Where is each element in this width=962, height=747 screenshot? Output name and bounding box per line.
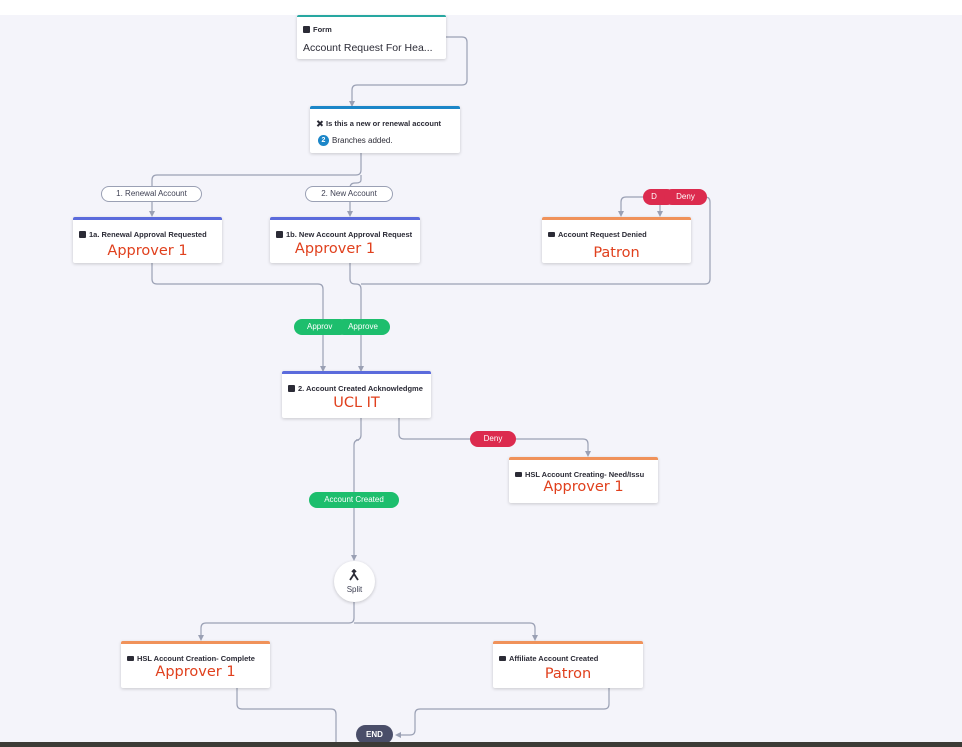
- account-created-ack-node[interactable]: 2. Account Created Acknowledgme UCL IT: [282, 371, 431, 418]
- split-icon: [349, 569, 359, 581]
- request-denied-assignee: Patron: [593, 245, 640, 261]
- edge-label-account-created[interactable]: Account Created: [309, 492, 399, 508]
- form-title: Account Request For Hea...: [303, 42, 433, 54]
- branch-label-new[interactable]: 2. New Account: [305, 186, 393, 202]
- mail-icon: [515, 472, 522, 477]
- renewal-approval-node[interactable]: 1a. Renewal Approval Requested Approver …: [73, 217, 222, 263]
- split-label: Split: [346, 585, 363, 594]
- branch-count-badge: 2: [318, 135, 329, 146]
- edge-condition-to-branches: [149, 153, 362, 217]
- account-created-ack-assignee: UCL IT: [333, 395, 380, 411]
- form-icon: [303, 26, 310, 33]
- request-denied-title: Account Request Denied: [558, 230, 647, 239]
- new-approval-assignee: Approver 1: [294, 241, 376, 257]
- hsl-need-issue-assignee: Approver 1: [543, 479, 624, 495]
- edge-deny-loop-2: [618, 196, 660, 217]
- hsl-need-issue-title: HSL Account Creating- Need/Issu: [525, 470, 645, 479]
- approval-icon: [276, 231, 283, 238]
- form-type-label: Form: [313, 25, 332, 34]
- edge-label-deny-2[interactable]: Deny: [470, 431, 516, 447]
- approval-icon: [79, 231, 86, 238]
- bottom-strip: [0, 742, 962, 747]
- edge-ack-created: [351, 418, 362, 561]
- new-approval-node[interactable]: 1b. New Account Approval Request Approve…: [270, 217, 420, 263]
- tools-icon: [316, 120, 323, 127]
- end-node[interactable]: END: [356, 725, 393, 744]
- edge-condition-to-new: [347, 175, 362, 217]
- affiliate-created-node[interactable]: Affiliate Account Created Patron: [493, 641, 643, 688]
- edge-new-out: [349, 263, 364, 372]
- mail-icon: [499, 656, 506, 661]
- edge-label-deny-1[interactable]: Deny: [664, 189, 707, 205]
- edge-label-approve-partial[interactable]: Approv: [294, 319, 348, 335]
- request-denied-node[interactable]: Account Request Denied Patron: [542, 217, 691, 263]
- branch-label-renewal[interactable]: 1. Renewal Account: [101, 186, 202, 202]
- top-bar: [0, 0, 962, 15]
- mail-icon: [127, 656, 134, 661]
- account-created-ack-title: 2. Account Created Acknowledgme: [298, 384, 423, 393]
- new-approval-title: 1b. New Account Approval Request: [286, 230, 413, 239]
- edge-form-to-condition: [349, 36, 468, 107]
- edge-complete-to-end: [236, 688, 337, 747]
- edge-renewal-out: [151, 263, 326, 372]
- edge-label-approve-1[interactable]: Approve: [336, 319, 390, 335]
- branch-text: Branches added.: [332, 136, 393, 145]
- split-node[interactable]: Split: [334, 561, 375, 602]
- edge-split-out: [198, 602, 355, 641]
- edge-affiliate-to-end: [395, 688, 610, 738]
- form-node[interactable]: Form Account Request For Hea...: [297, 15, 446, 59]
- affiliate-created-assignee: Patron: [544, 666, 592, 682]
- condition-node[interactable]: Is this a new or renewal account 2 Branc…: [310, 106, 460, 153]
- edge-split-out-2: [354, 622, 538, 641]
- hsl-complete-node[interactable]: HSL Account Creation- Complete Approver …: [121, 641, 270, 688]
- affiliate-created-title: Affiliate Account Created: [509, 654, 599, 663]
- approval-icon: [288, 385, 295, 392]
- hsl-complete-assignee: Approver 1: [155, 664, 236, 680]
- renewal-approval-assignee: Approver 1: [107, 243, 188, 259]
- hsl-need-issue-node[interactable]: HSL Account Creating- Need/Issu Approver…: [509, 457, 658, 503]
- hsl-complete-title: HSL Account Creation- Complete: [137, 654, 255, 663]
- mail-icon: [548, 232, 555, 237]
- condition-title: Is this a new or renewal account: [326, 119, 442, 128]
- renewal-approval-title: 1a. Renewal Approval Requested: [89, 230, 207, 239]
